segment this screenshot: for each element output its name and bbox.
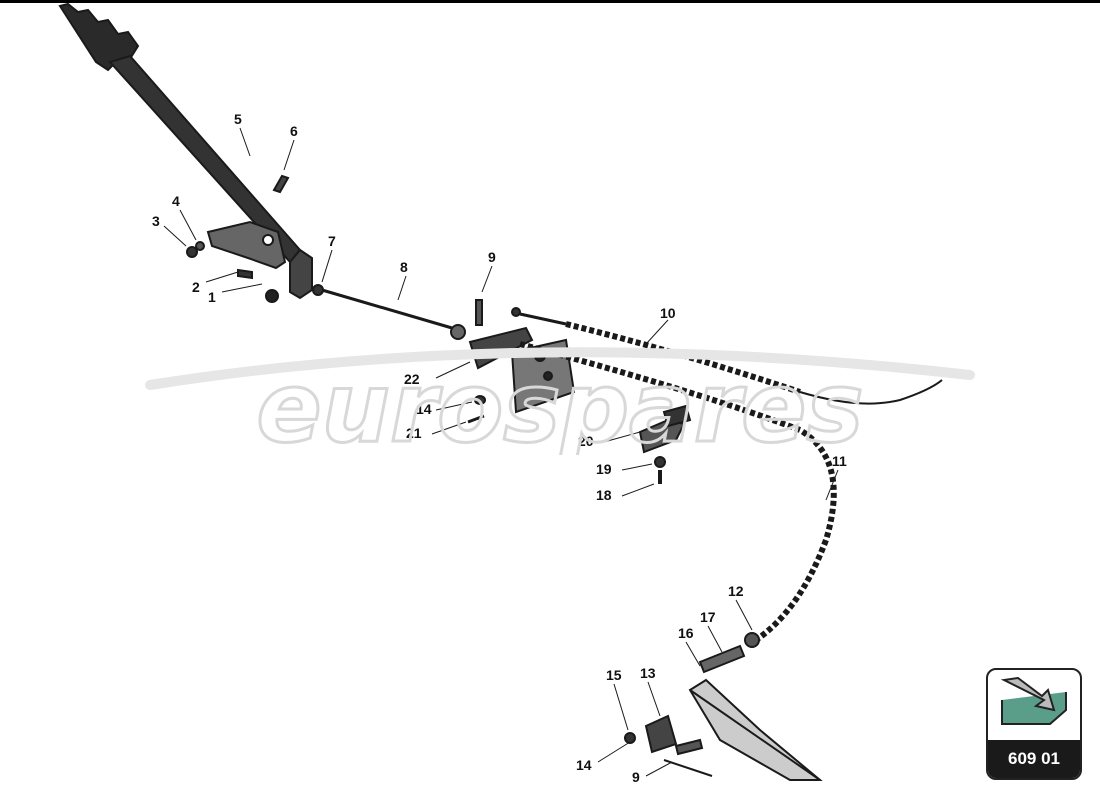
handbrake-lever [58, 2, 313, 303]
callout-6: 6 [290, 123, 298, 139]
arrow-into-box-icon [1000, 676, 1067, 725]
pull-rod [312, 284, 466, 340]
top-border-line [0, 0, 1100, 3]
lower-cable [519, 341, 837, 674]
small-hardware [186, 174, 290, 280]
callout-11: 11 [832, 453, 847, 469]
callout-9: 9 [488, 249, 496, 265]
callout-22: 22 [404, 371, 420, 387]
callout-13: 13 [640, 665, 656, 681]
callout-labels: 1 2 3 4 5 6 7 8 9 10 11 12 13 14 15 16 1… [152, 111, 847, 785]
section-code: 609 01 [988, 740, 1080, 778]
callout-15: 15 [606, 667, 622, 683]
callout-1: 1 [208, 289, 216, 305]
callout-7: 7 [328, 233, 336, 249]
rear-lever-assembly [624, 678, 823, 781]
callout-8: 8 [400, 259, 408, 275]
callout-20: 20 [578, 433, 594, 449]
callout-17: 17 [700, 609, 716, 625]
section-badge: 609 01 [986, 668, 1082, 780]
callout-16: 16 [678, 625, 694, 641]
callout-21: 21 [406, 425, 422, 441]
watermark-logo: eurospares [145, 347, 975, 455]
clip-bracket [638, 404, 692, 484]
callout-4: 4 [172, 193, 180, 209]
callout-9-b: 9 [632, 769, 640, 785]
callout-5: 5 [234, 111, 242, 127]
callout-14: 14 [416, 401, 432, 417]
callout-12: 12 [728, 583, 744, 599]
callout-19: 19 [596, 461, 612, 477]
leader-lines [163, 127, 839, 777]
upper-cable [511, 307, 943, 405]
callout-18: 18 [596, 487, 612, 503]
watermark-text: eurospares [257, 352, 864, 455]
callout-3: 3 [152, 213, 160, 229]
callout-10: 10 [660, 305, 676, 321]
callout-2: 2 [192, 279, 200, 295]
callout-14-b: 14 [576, 757, 592, 773]
